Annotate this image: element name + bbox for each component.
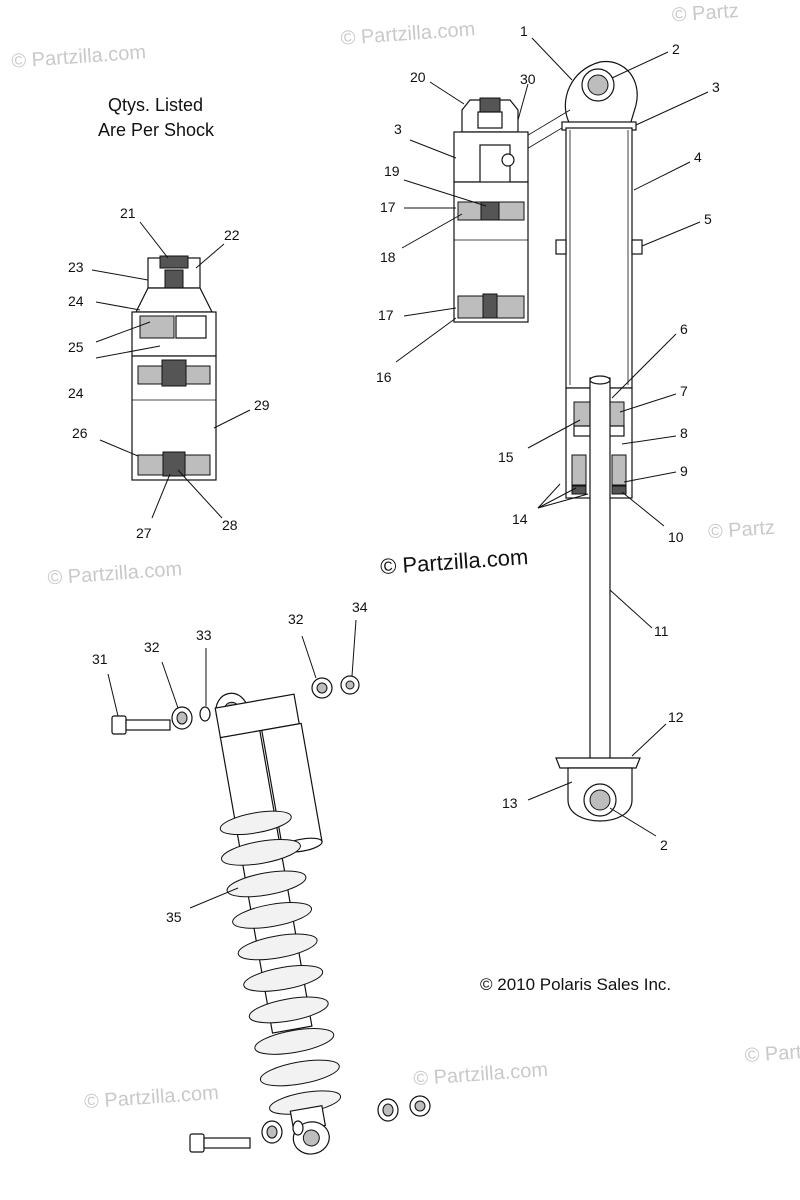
callout-26: 26 [72, 425, 88, 441]
washer-bottom [292, 1120, 304, 1136]
callout-18: 18 [380, 249, 396, 265]
shock-body-tube [565, 127, 633, 389]
callout-11: 11 [654, 623, 669, 639]
leader-lines [91, 37, 709, 909]
callout-25: 25 [68, 339, 84, 355]
main-shock-assembly [519, 60, 643, 822]
callout-1: 1 [520, 23, 528, 39]
shaft [589, 377, 611, 779]
nut-top [340, 675, 360, 695]
watermarks: © Partzilla.com © Partzilla.com © Partz … [11, 0, 800, 1113]
assembled-shock [111, 675, 431, 1155]
callout-27: 27 [136, 525, 152, 541]
callout-20: 20 [410, 69, 426, 85]
callout-4: 4 [694, 149, 702, 165]
watermark-mid-right: © Partz [707, 517, 775, 544]
callout-7: 7 [680, 383, 688, 399]
callout-2-bottom: 2 [660, 837, 668, 853]
callout-33: 33 [196, 627, 212, 643]
watermark-mid-left: © Partzilla.com [47, 558, 183, 589]
callout-31: 31 [92, 651, 108, 667]
bushing-bottom-right [377, 1098, 399, 1122]
watermark-top-center: © Partzilla.com [340, 18, 476, 49]
callout-21: 21 [120, 205, 136, 221]
callout-24-bottom: 24 [68, 385, 84, 401]
qty-note-line1: Qtys. Listed [108, 95, 203, 115]
callout-34: 34 [352, 599, 368, 615]
callout-13: 13 [502, 795, 518, 811]
watermark-top-right: © Partz [671, 0, 739, 27]
callout-5: 5 [704, 211, 712, 227]
callout-14: 14 [512, 511, 528, 527]
bushing-top-right [311, 677, 333, 699]
callout-9: 9 [680, 463, 688, 479]
center-watermark: © Partzilla.com [379, 544, 529, 579]
callout-17-bottom: 17 [378, 307, 394, 323]
callout-2-top: 2 [672, 41, 680, 57]
coil-spring [219, 810, 342, 1115]
callout-22: 22 [224, 227, 240, 243]
callout-16: 16 [376, 369, 392, 385]
callout-12: 12 [668, 709, 684, 725]
watermark-bottom-left: © Partzilla.com [83, 1082, 219, 1113]
reservoir-assembly [453, 97, 529, 323]
callout-8: 8 [680, 425, 688, 441]
bushing-bottom-left [261, 1120, 283, 1144]
callout-6: 6 [680, 321, 688, 337]
watermark-bottom-right: © Partz [744, 1040, 800, 1067]
callout-32-right: 32 [288, 611, 304, 627]
bolt-top [111, 715, 171, 735]
callout-29: 29 [254, 397, 270, 413]
callout-30: 30 [520, 71, 536, 87]
callout-15: 15 [498, 449, 514, 465]
callout-3-left: 3 [394, 121, 402, 137]
bushing-top-left [171, 706, 193, 730]
callout-3-right: 3 [712, 79, 720, 95]
callout-17-top: 17 [380, 199, 396, 215]
watermark-top-left: © Partzilla.com [11, 41, 147, 72]
callout-19: 19 [384, 163, 400, 179]
callout-28: 28 [222, 517, 238, 533]
callout-numbers: 1 2 3 4 5 6 7 8 9 10 11 12 13 2 14 15 20… [68, 23, 720, 925]
washer-top [199, 706, 211, 722]
nut-bottom [409, 1095, 431, 1117]
lower-spring-retainer [555, 757, 641, 769]
callout-10: 10 [668, 529, 684, 545]
callout-32-left: 32 [144, 639, 160, 655]
watermark-bottom-center: © Partzilla.com [413, 1059, 549, 1090]
qty-note-line2: Are Per Shock [98, 120, 215, 140]
seal-head [571, 454, 587, 486]
callout-24-top: 24 [68, 293, 84, 309]
callout-23: 23 [68, 259, 84, 275]
copyright-text: © 2010 Polaris Sales Inc. [480, 975, 671, 994]
reservoir-detail [131, 255, 217, 481]
bolt-bottom [189, 1133, 251, 1153]
callout-35: 35 [166, 909, 182, 925]
